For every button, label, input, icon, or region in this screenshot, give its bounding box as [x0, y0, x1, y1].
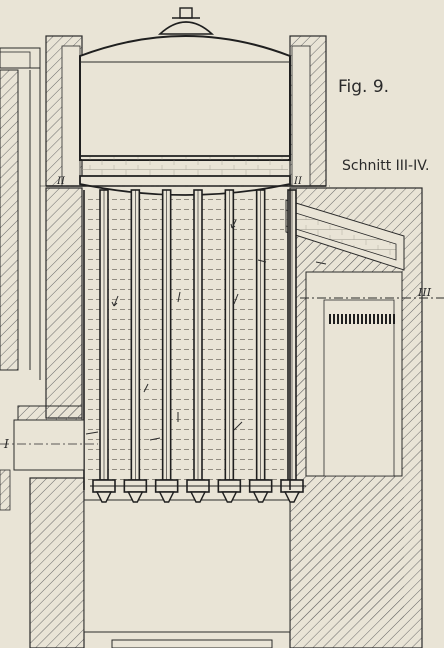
steam-drum [79, 7, 291, 196]
tube-end-cap [189, 491, 207, 503]
left-wall [0, 47, 41, 511]
tube-end-cap [95, 491, 113, 503]
section-label: Schnitt III-IV. [342, 158, 429, 174]
tube-end-cap [283, 491, 301, 503]
figure-label: Fig. 9. [338, 77, 389, 97]
tube-lining [88, 190, 284, 480]
marker-III: III [417, 286, 432, 299]
grate [328, 314, 396, 324]
tube-bank [83, 189, 306, 503]
marker-right-II: II [293, 176, 303, 187]
flow-arrows [85, 219, 327, 441]
lower-left-flue [0, 419, 98, 471]
tube-end-cap [127, 491, 144, 503]
tube-end-cap [252, 491, 269, 503]
marker-I: I [3, 437, 9, 451]
tube-end-cap [221, 491, 238, 503]
flue-duct [285, 199, 444, 620]
tube-end-cap [158, 491, 175, 503]
marker-left-II: II [56, 176, 66, 187]
